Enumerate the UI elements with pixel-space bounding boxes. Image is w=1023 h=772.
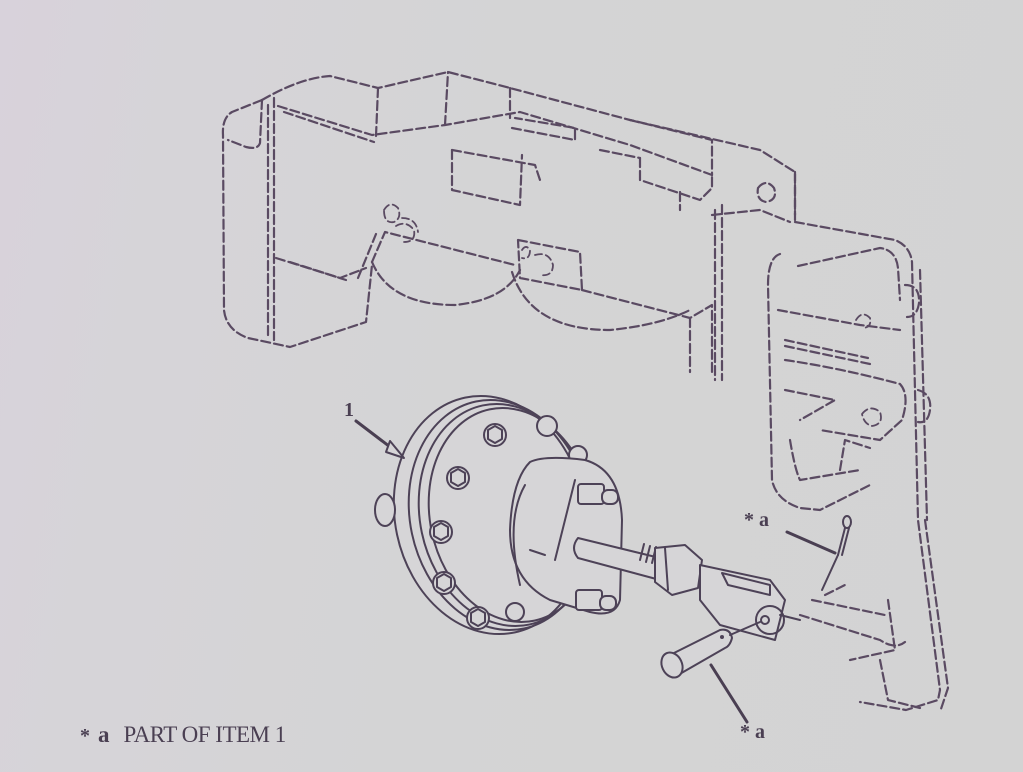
cotter-pin bbox=[821, 515, 852, 591]
legend-letter: a bbox=[98, 722, 110, 747]
callout-item-1: 1 bbox=[344, 399, 354, 421]
legend-symbol: * bbox=[80, 725, 90, 747]
mounting-studs bbox=[575, 483, 619, 611]
callout-cotter-pin: * a bbox=[744, 509, 769, 531]
legend-text: PART OF ITEM 1 bbox=[123, 722, 287, 747]
clevis-assembly bbox=[654, 544, 801, 641]
flange-bolts bbox=[429, 415, 588, 630]
mounting-bracket-phantom bbox=[221, 70, 950, 714]
leader-lines bbox=[354, 419, 837, 724]
clevis-pin bbox=[660, 621, 761, 679]
figure-legend: * a PART OF ITEM 1 bbox=[80, 722, 286, 748]
brake-chamber bbox=[374, 394, 669, 636]
callout-clevis-pin: * a bbox=[740, 721, 765, 743]
slack-adjuster-phantom bbox=[798, 583, 907, 647]
